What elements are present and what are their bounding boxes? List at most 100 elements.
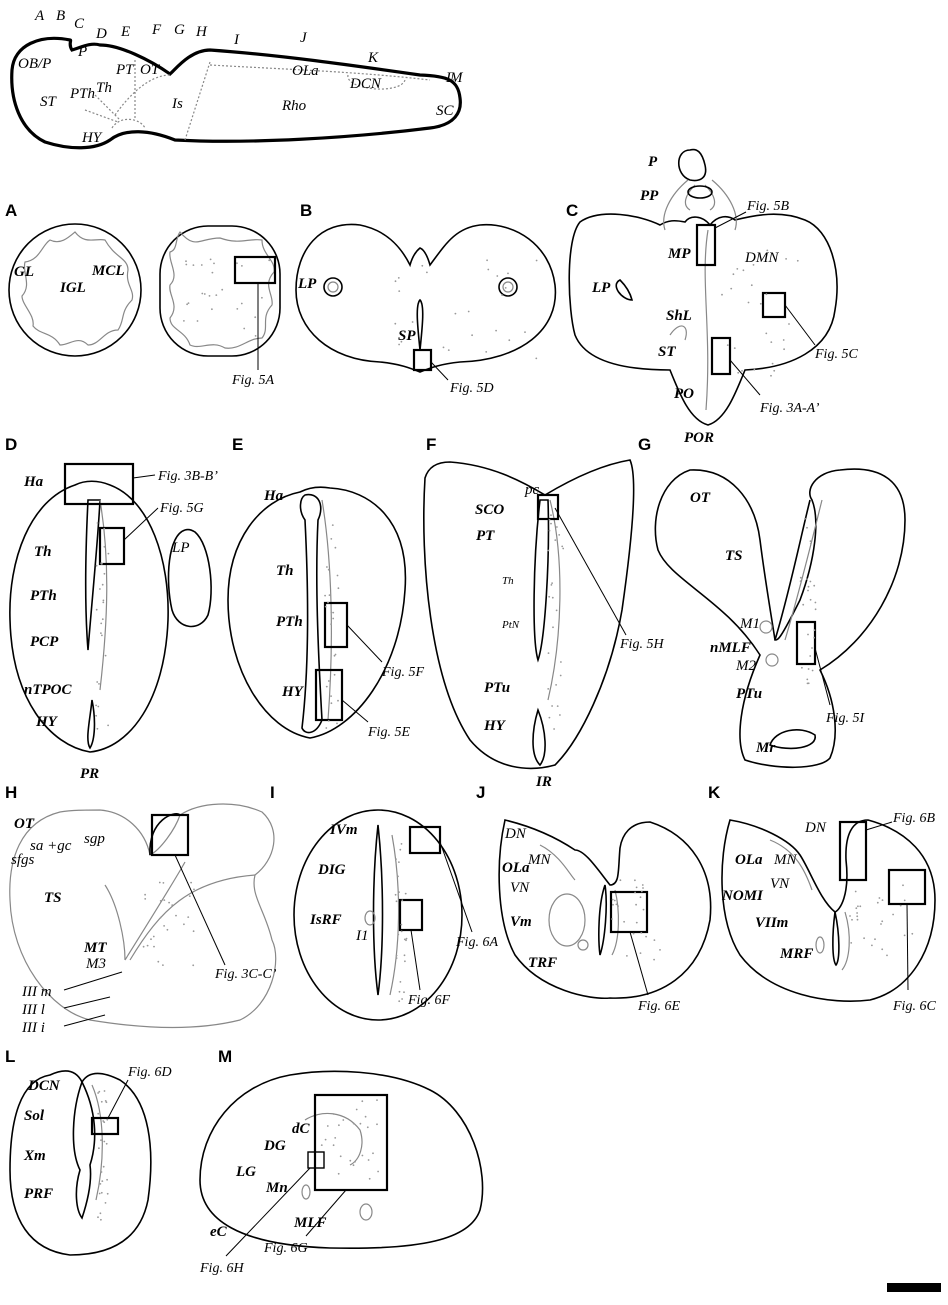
- stipple-dot: [403, 991, 405, 994]
- figref-box-6g: [313, 1093, 389, 1192]
- stipple-dot: [733, 347, 736, 349]
- stipple-dot: [559, 714, 561, 716]
- stipple-dot: [100, 1191, 103, 1194]
- sagittal-dotted-line: [84, 94, 146, 129]
- stipple-dot: [783, 348, 785, 351]
- label-p: P: [648, 154, 658, 170]
- ventricle: [704, 229, 709, 411]
- stipple-dot: [903, 899, 906, 902]
- stipple-dot: [103, 572, 106, 575]
- sagittal-label-ola: OLa: [292, 63, 319, 79]
- stipple-dot: [814, 608, 817, 611]
- section-letter: C: [74, 16, 85, 32]
- stipple-dot: [208, 295, 211, 297]
- stipple-dot: [558, 534, 561, 536]
- stipple-dot: [339, 1155, 342, 1158]
- figref-3c: Fig. 3C-C’: [214, 967, 277, 982]
- stipple-dot: [403, 938, 406, 941]
- stipple-dot: [325, 685, 328, 688]
- stipple-dot: [806, 678, 809, 681]
- stipple-dot: [911, 932, 914, 935]
- stipple-dot: [399, 848, 402, 851]
- stipple-dot: [726, 344, 729, 346]
- ventricle-grey: [784, 499, 823, 641]
- stipple-dot: [903, 934, 906, 937]
- stipple-dot: [361, 1154, 364, 1157]
- figref-5d: Fig. 5D: [449, 381, 494, 396]
- stipple-dot: [236, 308, 239, 310]
- stipple-dot: [334, 546, 337, 549]
- stipple-dot: [163, 925, 166, 927]
- leader-line: [63, 971, 123, 991]
- stipple-dot: [398, 1000, 401, 1003]
- stipple-dot: [330, 702, 333, 705]
- figref-3b: Fig. 3B-B’: [157, 469, 218, 484]
- stipple-dot: [400, 930, 403, 933]
- stipple-dot: [721, 293, 723, 296]
- section-outline: [423, 459, 635, 770]
- section-outline: [293, 809, 463, 1021]
- stipple-dot: [642, 887, 644, 889]
- label-prf: PRF: [24, 1186, 53, 1202]
- stipple-dot: [398, 290, 401, 292]
- stipple-dot: [611, 898, 614, 901]
- stipple-dot: [561, 545, 564, 548]
- stipple-dot: [332, 1144, 335, 1147]
- section-outline: [568, 213, 838, 426]
- stipple-dot: [203, 293, 206, 295]
- stipple-dot: [103, 527, 106, 530]
- label-iii-m: III m: [21, 984, 52, 1000]
- figref-5c: Fig. 5C: [814, 347, 858, 362]
- stipple-dot: [95, 564, 98, 567]
- pineal-stalk: [663, 179, 737, 231]
- stipple-dot: [645, 935, 647, 938]
- figref-5i: Fig. 5I: [825, 711, 865, 726]
- panel-k: K DN MN OLa VN NOMI VIIm MRF Fig. 6B Fig…: [708, 783, 936, 1014]
- stipple-dot: [326, 1125, 329, 1127]
- stipple-dot: [96, 727, 99, 730]
- stipple-dot: [158, 881, 161, 884]
- panel-c: C P PP MP DMN LP ShL ST PO POR Fig. 5B F…: [566, 148, 858, 446]
- stipple-dot: [613, 899, 616, 902]
- label-ir: IR: [535, 774, 552, 790]
- label-pth: PTh: [30, 588, 57, 604]
- stipple-dot: [730, 287, 733, 290]
- stipple-dot: [807, 633, 809, 636]
- commissure-arc: [304, 1112, 363, 1166]
- stipple-dot: [854, 890, 857, 893]
- stipple-dot: [753, 368, 756, 371]
- stipple-dot: [336, 722, 338, 725]
- stipple-dot: [856, 912, 858, 914]
- section-letter: I: [233, 32, 240, 48]
- stipple-dot: [394, 280, 397, 283]
- stipple-dot: [320, 1144, 323, 1146]
- stipple-dot: [398, 343, 400, 346]
- stipple-dot: [742, 269, 745, 272]
- stipple-dot: [268, 259, 271, 262]
- stipple-dot: [98, 1192, 101, 1195]
- stipple-dot: [851, 918, 853, 921]
- stipple-dot: [554, 539, 557, 541]
- stipple-dot: [612, 903, 614, 906]
- stipple-dot: [902, 884, 904, 887]
- stipple-dot: [859, 905, 862, 908]
- stipple-dot: [397, 277, 400, 279]
- label-mn: Mn: [265, 1180, 288, 1196]
- stipple-dot: [765, 293, 768, 296]
- lp-outline: [167, 528, 212, 628]
- stipple-dot: [98, 683, 100, 685]
- stipple-dot: [144, 893, 147, 896]
- stipple-dot: [642, 908, 645, 911]
- stipple-dot: [337, 1172, 340, 1175]
- leader-line: [107, 1079, 129, 1119]
- stipple-dot: [863, 937, 865, 940]
- figref-box-5e: [314, 668, 344, 722]
- label-pth: PTh: [276, 614, 303, 630]
- stipple-dot: [504, 287, 507, 289]
- stipple-dot: [535, 259, 538, 262]
- stipple-dot: [467, 310, 470, 313]
- stipple-dot: [881, 920, 884, 923]
- figref-5b: Fig. 5B: [746, 199, 789, 214]
- label-mp: MP: [667, 246, 691, 262]
- stipple-dot: [395, 900, 398, 903]
